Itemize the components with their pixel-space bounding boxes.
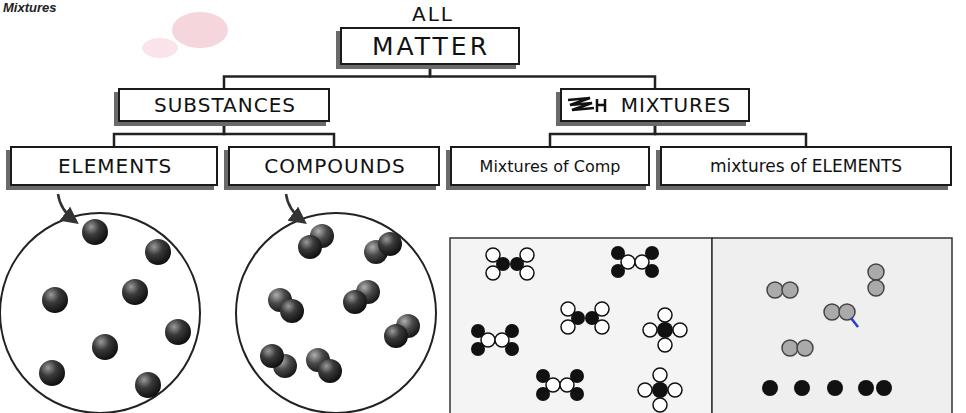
category-box: SUBSTANCES [118, 88, 330, 122]
category-box: MATTER [340, 27, 520, 65]
category-box: COMPOUNDS [228, 146, 440, 186]
compounds-circle [298, 235, 322, 259]
tree-connector [430, 65, 655, 88]
category-label: SUBSTANCES [154, 93, 296, 117]
compounds-circle [318, 359, 342, 383]
elements-circle [122, 279, 148, 305]
element-mixture-panel [767, 282, 783, 298]
element-mixture-panel [712, 238, 952, 413]
category-label: MATTER [372, 32, 490, 61]
page-title: Mixtures [3, 0, 56, 15]
tree-connector [224, 65, 430, 88]
elements-circle [135, 372, 161, 398]
tree-connector [114, 122, 224, 146]
elements-circle [0, 213, 200, 413]
element-mixture-panel [782, 340, 798, 356]
element-mixture-panel [868, 264, 884, 280]
compound-mixture-panel [611, 246, 659, 278]
elements-circle [39, 360, 65, 386]
compounds-circle [236, 213, 436, 413]
category-label: Mixtures of Comp [480, 157, 621, 176]
pointer-arrow [58, 194, 76, 222]
compounds-circle [260, 344, 284, 368]
compound-mixture-panel [643, 308, 687, 352]
category-box: Mixtures of Comp [450, 146, 650, 186]
category-box: ELEMENTS [10, 146, 218, 186]
element-mixture-panel [868, 280, 884, 296]
compounds-circle [236, 213, 436, 413]
elements-circle [0, 213, 200, 413]
category-label: COMPOUNDS [264, 154, 405, 178]
element-mixture-panel [876, 380, 892, 396]
pink-smudge [142, 38, 178, 58]
element-mixture-panel [794, 380, 810, 396]
category-box: mixtures of ELEMENTS [660, 146, 952, 186]
elements-circle [42, 287, 68, 313]
element-mixture-panel [858, 380, 874, 396]
element-mixture-panel [827, 380, 843, 396]
compound-mixture-panel [638, 368, 682, 412]
element-mixture-panel [839, 304, 855, 320]
compounds-circle [384, 324, 408, 348]
elements-circle [92, 334, 118, 360]
element-mixture-panel [782, 282, 798, 298]
pink-smudge [142, 12, 228, 58]
category-label: ELEMENTS [58, 154, 172, 178]
category-label: MIXTURES [621, 93, 732, 117]
elements-circle [145, 239, 171, 265]
compound-mixture-panel [450, 238, 712, 413]
elements-circle [165, 319, 191, 345]
tree-connector [224, 122, 334, 146]
compound-mixture-panel [561, 302, 609, 334]
compounds-circle [378, 232, 402, 256]
scribble [568, 98, 594, 110]
compounds-circle [280, 299, 304, 323]
category-label: mixtures of ELEMENTS [710, 156, 902, 176]
element-mixture-panel [797, 340, 813, 356]
element-mixture-panel [824, 304, 840, 320]
element-mixture-panel [851, 318, 858, 327]
element-mixture-panel [762, 380, 778, 396]
pointer-arrow [58, 194, 304, 222]
pointer-arrow [286, 194, 304, 222]
pink-smudge [172, 12, 228, 48]
compound-mixture-panel [536, 369, 584, 401]
tree-connector [550, 122, 655, 146]
category-box: MIXTURES [560, 88, 750, 122]
element-mixture-panel [712, 238, 952, 413]
compounds-circle [343, 290, 367, 314]
compound-mixture-panel [471, 324, 519, 356]
tree-connector [655, 122, 806, 146]
compound-mixture-panel [486, 248, 534, 280]
compound-mixture-panel [450, 238, 712, 413]
annotation: ALL [412, 2, 454, 26]
scribble [568, 98, 605, 112]
scribble [597, 99, 605, 112]
elements-circle [82, 219, 108, 245]
